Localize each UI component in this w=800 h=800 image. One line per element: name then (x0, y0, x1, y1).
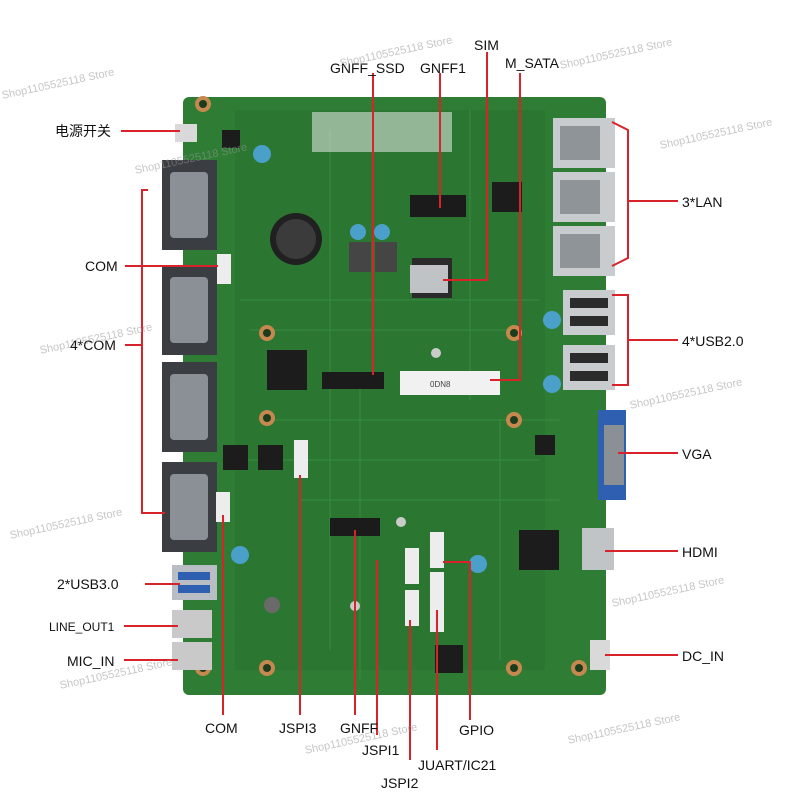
label-jspi1: JSPI1 (362, 742, 400, 758)
m2-ssd-slot (322, 372, 384, 389)
label-sim: SIM (474, 37, 499, 53)
label-gnff: GNFF (340, 720, 379, 736)
label-jspi2: JSPI2 (381, 775, 419, 791)
label-msata: M_SATA (505, 55, 559, 71)
line-out-jack (172, 610, 212, 638)
gnff1-slot (410, 195, 466, 217)
label-juart: JUART/IC21 (418, 757, 497, 773)
label-dc-in: DC_IN (682, 648, 725, 664)
label-4com: 4*COM (70, 337, 116, 353)
serial-ports (162, 160, 217, 552)
label-hdmi: HDMI (682, 544, 718, 560)
usb2-ports (563, 290, 615, 390)
callout-lines (121, 52, 678, 760)
msata-silkscreen: 0DN8 (430, 380, 451, 389)
dc-in-jack (590, 640, 610, 670)
label-lan: 3*LAN (682, 194, 723, 210)
label-usb2: 4*USB2.0 (682, 333, 744, 349)
label-usb3: 2*USB3.0 (57, 576, 119, 592)
gnff-slot (330, 518, 380, 536)
sim-slot (410, 265, 448, 293)
label-gpio: GPIO (459, 722, 495, 738)
capacitors (231, 145, 561, 613)
label-line-out: LINE_OUT1 (49, 620, 115, 634)
label-com-bottom: COM (205, 720, 238, 736)
label-gnff-ssd: GNFF_SSD (330, 60, 405, 76)
label-power-switch: 电源开关 (55, 123, 111, 139)
power-switch (175, 124, 197, 142)
usb3-port (172, 565, 217, 600)
label-mic-in: MIC_IN (67, 653, 115, 669)
lan-ports (553, 118, 615, 276)
mic-in-jack (172, 642, 212, 670)
label-vga: VGA (682, 446, 712, 462)
hdmi-port (582, 528, 614, 570)
pin-headers (216, 130, 444, 632)
label-gnff1: GNFF1 (420, 60, 466, 76)
label-jspi3: JSPI3 (279, 720, 317, 736)
msata-slot (400, 371, 500, 395)
label-com-left: COM (85, 258, 118, 274)
